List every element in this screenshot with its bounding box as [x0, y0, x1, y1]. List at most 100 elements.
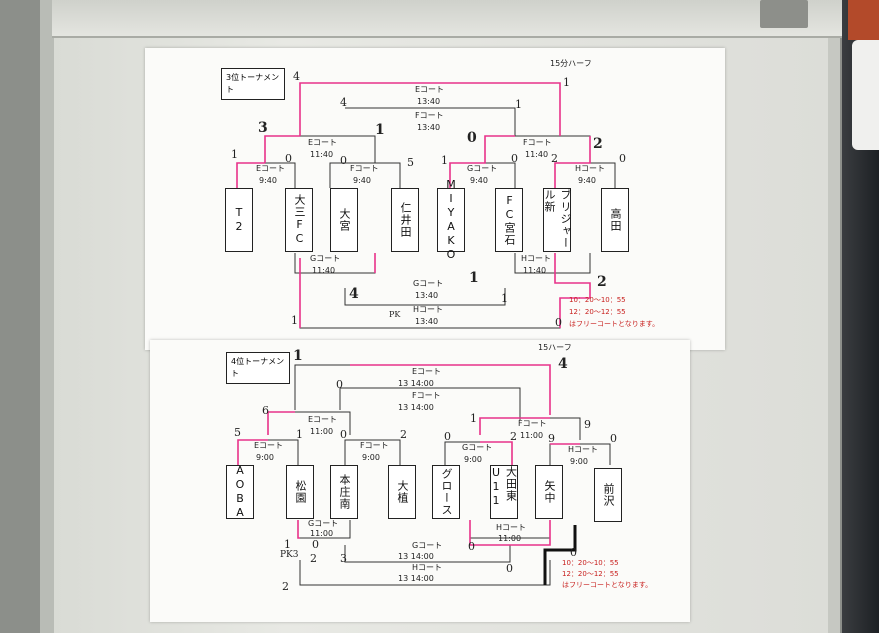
team-box: AOBA: [226, 464, 254, 520]
time-label: 13 14:00: [398, 574, 434, 583]
court-label: Fコート: [523, 138, 552, 147]
court-label: Gコート: [310, 254, 341, 263]
score: 0: [285, 152, 292, 165]
score: 0: [511, 152, 518, 165]
time-label: 13:40: [417, 97, 441, 106]
score: 1: [284, 538, 291, 551]
bracket-lines-3rd: [236, 82, 616, 329]
time-label: 11:40: [310, 150, 334, 159]
score: 2: [400, 428, 407, 441]
score: 1: [470, 412, 477, 425]
team-box: 仁井田: [391, 188, 419, 252]
score: 1: [293, 348, 303, 364]
score: 0: [610, 432, 617, 445]
score: 2: [593, 136, 603, 152]
half-label: 15分ハーフ: [550, 59, 592, 68]
time-label: 13 14:00: [398, 552, 434, 561]
bracket-lines-4th: [237, 364, 611, 586]
time-label: 9:40: [470, 176, 488, 185]
bracket-sheet-3rd: 3位トーナメント 15分ハーフ Eコート 13:40 Fコート 13:40 Eコ…: [145, 48, 725, 350]
time-label: 11:00: [498, 534, 522, 543]
score: 2: [551, 152, 558, 165]
court-label: Eコート: [256, 164, 286, 173]
score: 1: [296, 428, 303, 441]
court-label: Fコート: [412, 391, 441, 400]
court-label: Fコート: [415, 111, 444, 120]
team-box: 大田東U11: [490, 465, 518, 519]
free-court-note: はフリーコートとなります。: [569, 320, 660, 328]
time-label: 11:00: [310, 529, 334, 538]
score: 2: [597, 274, 607, 290]
time-label: 11:00: [310, 427, 334, 436]
court-label: Gコート: [462, 443, 493, 452]
score: 4: [349, 286, 359, 302]
time-label: 13:40: [415, 317, 439, 326]
court-label: Fコート: [360, 441, 389, 450]
score: 1: [441, 154, 448, 167]
team-box: 前沢: [594, 468, 622, 522]
time-label: 13:40: [415, 291, 439, 300]
time-label: 9:40: [353, 176, 371, 185]
score: 5: [234, 426, 241, 439]
team-box: 松園: [286, 465, 314, 519]
score: 0: [444, 430, 451, 443]
score: 0: [619, 152, 626, 165]
team-box: T2: [225, 188, 253, 252]
score: 1: [469, 270, 479, 286]
rail-clip: [760, 0, 808, 28]
free-court-note: はフリーコートとなります。: [562, 581, 653, 589]
score: 6: [262, 404, 269, 417]
score: 3: [340, 552, 347, 565]
court-label: Hコート: [496, 523, 527, 532]
half-label: 15ハーフ: [538, 343, 572, 352]
pk-note: PK3: [280, 550, 299, 560]
time-label: 11:40: [312, 266, 336, 275]
time-label: 11:40: [523, 266, 547, 275]
court-label: Eコート: [412, 367, 442, 376]
time-label: 9:40: [259, 176, 277, 185]
score: 9: [548, 432, 555, 445]
court-label: Gコート: [412, 541, 443, 550]
free-court-time: 12：20～12：55: [562, 570, 619, 578]
team-box: FC宮石: [495, 188, 523, 252]
court-label: Hコート: [575, 164, 606, 173]
free-court-time: 10：20～10：55: [562, 559, 619, 567]
time-label: 9:40: [578, 176, 596, 185]
score: 0: [506, 562, 513, 575]
team-box: 大植: [388, 465, 416, 519]
score: 0: [340, 154, 347, 167]
team-box: 高田: [601, 188, 629, 252]
score: 5: [407, 156, 414, 169]
court-label: Gコート: [413, 279, 444, 288]
score: 1: [515, 98, 522, 111]
court-label: Eコート: [308, 415, 338, 424]
time-label: 9:00: [464, 455, 482, 464]
team-box: 大三FC: [285, 188, 313, 252]
score: 1: [563, 76, 570, 89]
bracket-title: 3位トーナメント: [221, 68, 285, 100]
score: 4: [340, 96, 347, 109]
background-object-white: [852, 40, 879, 150]
score: 1: [291, 314, 298, 327]
team-box: 本庄南: [330, 465, 358, 519]
score: 0: [340, 428, 347, 441]
court-label: Gコート: [308, 519, 339, 528]
team-box: ブリジャール新: [543, 188, 572, 252]
score: 1: [231, 148, 238, 161]
score: 2: [310, 552, 317, 565]
court-label: Eコート: [415, 85, 445, 94]
score: 9: [584, 418, 591, 431]
score: 2: [282, 580, 289, 593]
team-box: 矢中: [535, 465, 563, 519]
score: 0: [555, 316, 562, 329]
time-label: 13 14:00: [398, 403, 434, 412]
score: 4: [293, 70, 300, 83]
court-label: Eコート: [254, 441, 284, 450]
court-label: Eコート: [308, 138, 338, 147]
bracket-sheet-4th: 4位トーナメント 15ハーフ Eコート 13 14:00 Fコート 13 14:…: [150, 340, 690, 622]
court-label: Gコート: [467, 164, 498, 173]
time-label: 11:00: [520, 431, 544, 440]
court-label: Hコート: [521, 254, 552, 263]
court-label: Hコート: [413, 305, 444, 314]
